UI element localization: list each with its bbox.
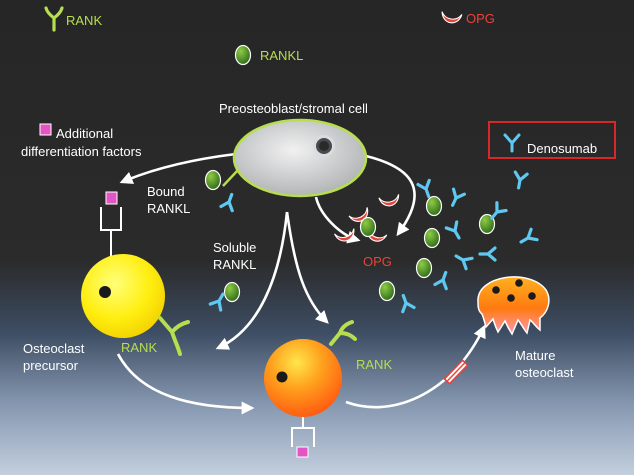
denosumab-antibody-icon [503, 133, 521, 153]
precursor-factor-receptor [100, 191, 122, 256]
opg-label: OPG [363, 254, 392, 269]
legend-denosumab-label: Denosumab [527, 141, 598, 156]
osteoclast-precursor-cell [81, 254, 190, 356]
mature-osteoclast-label-2: osteoclast [515, 365, 574, 380]
denosumab-box [488, 121, 616, 159]
opg-cluster [333, 193, 401, 245]
bound-rankl-label-1: Bound [147, 184, 185, 199]
stromal-cell [232, 118, 368, 198]
osteoclast-precursor-label-2: precursor [23, 358, 78, 373]
soluble-rankl [208, 281, 241, 312]
legend-opg-label: OPG [466, 11, 495, 26]
legend-differentiation-label: differentiation factors [21, 144, 142, 159]
osteoclast-precursor-label-1: Osteoclast [23, 341, 85, 356]
legend-additional-label: Additional [56, 126, 114, 141]
factor-square-icon [39, 123, 52, 136]
mature-osteoclast-cell [477, 276, 550, 336]
legend-rank-label: RANK [66, 13, 103, 28]
inhibition-marker [443, 359, 469, 385]
mature-osteoclast-label-1: Mature [515, 348, 556, 363]
legend-rankl-label: RANKL [260, 48, 304, 63]
committed-precursor-cell [264, 320, 357, 458]
rank-receptor-icon [44, 6, 64, 32]
bound-rankl [204, 169, 239, 213]
opg-icon [440, 11, 463, 25]
middle-rank-label: RANK [356, 357, 393, 372]
rankl-icon [234, 44, 252, 66]
soluble-rankl-label-1: Soluble [213, 240, 257, 255]
soluble-rankl-label-2: RANKL [213, 257, 257, 272]
preosteoblast-label: Preosteoblast/stromal cell [219, 101, 368, 116]
pathway-arrows [116, 152, 486, 415]
precursor-rank-label: RANK [121, 340, 158, 355]
bound-rankl-label-2: RANKL [147, 201, 191, 216]
